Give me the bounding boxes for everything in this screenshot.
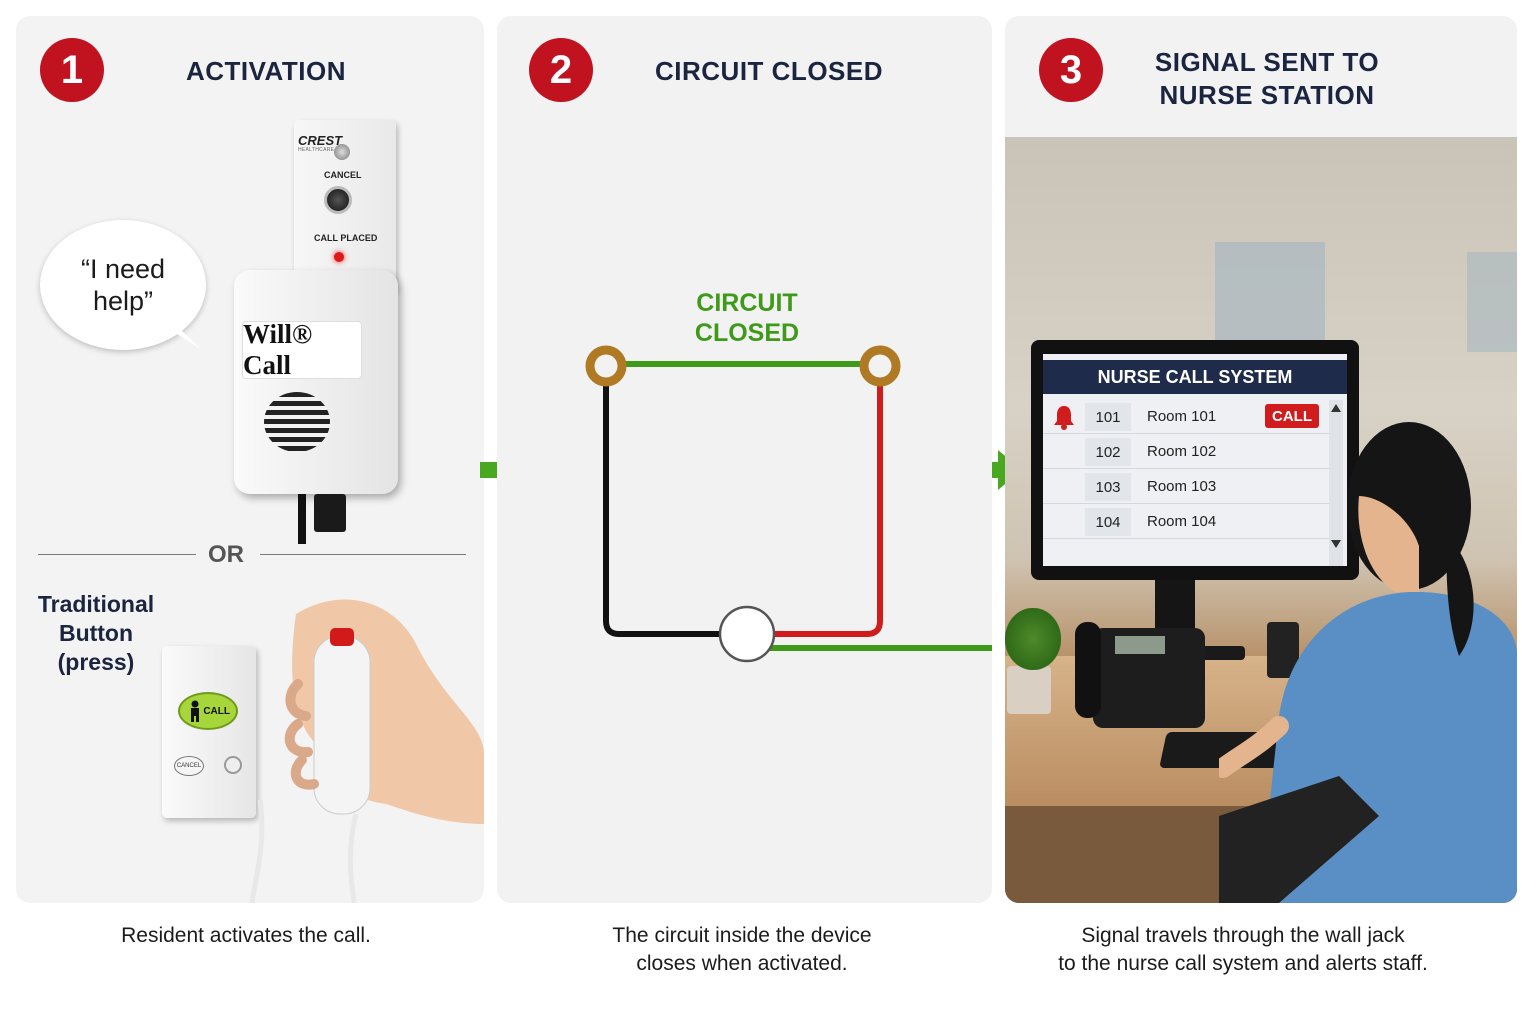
room-number: 104 — [1085, 508, 1131, 536]
contact-terminal-right — [864, 350, 896, 382]
step-title-signal-sent: SIGNAL SENT TO NURSE STATION — [1135, 46, 1399, 112]
device-cable — [298, 494, 306, 544]
traditional-button-label: Traditional Button (press) — [34, 590, 158, 677]
key-lock-icon — [334, 144, 350, 160]
cancel-button[interactable] — [324, 186, 352, 214]
switch-node — [720, 607, 774, 661]
room-name: Room 103 — [1147, 478, 1216, 495]
divider-right — [260, 554, 466, 555]
nurse-call-system-title: NURSE CALL SYSTEM — [1043, 360, 1347, 394]
room-number: 103 — [1085, 473, 1131, 501]
panel-nurse-station: 3 SIGNAL SENT TO NURSE STATION NURSE CAL… — [1005, 16, 1517, 903]
plate-cancel-button[interactable]: CANCEL — [174, 756, 204, 776]
hand-pendant — [226, 584, 484, 903]
phone-display — [1115, 636, 1165, 654]
room-name: Room 104 — [1147, 513, 1216, 530]
person-icon — [188, 700, 202, 722]
call-placed-label: CALL PLACED — [314, 233, 377, 243]
room-name: Room 101 — [1147, 408, 1216, 425]
wire-black — [606, 366, 725, 634]
circuit-diagram — [497, 16, 992, 903]
plant-leaves — [1005, 608, 1061, 670]
step-title-activation: ACTIVATION — [146, 56, 386, 87]
panel-circuit-closed: 2 CIRCUIT CLOSED CIRCUIT CLOSED — [497, 16, 992, 903]
step-number-1: 1 — [40, 38, 104, 102]
caption-step-3: Signal travels through the wall jack to … — [1005, 922, 1481, 978]
speech-bubble-tail — [162, 312, 206, 356]
will-call-label: Will® Call — [242, 321, 362, 379]
phone-handset — [1075, 622, 1101, 718]
wire-red — [769, 366, 880, 634]
panel-activation: 1 ACTIVATION CREST HEALTHCARE CANCEL CAL… — [16, 16, 484, 903]
caption-step-2: The circuit inside the device closes whe… — [497, 922, 987, 978]
contact-terminal-left — [590, 350, 622, 382]
brand-sub: HEALTHCARE — [298, 147, 334, 153]
room-number: 102 — [1085, 438, 1131, 466]
call-placed-indicator-icon — [334, 252, 344, 262]
step-number-3: 3 — [1039, 38, 1103, 102]
window — [1467, 252, 1517, 352]
cancel-label: CANCEL — [324, 170, 362, 180]
plant-pot — [1007, 666, 1051, 714]
will-call-device — [234, 270, 398, 494]
or-text: OR — [208, 541, 244, 569]
nurse — [1219, 396, 1517, 903]
room-name: Room 102 — [1147, 443, 1216, 460]
window — [1215, 242, 1325, 346]
device-plug — [314, 494, 346, 532]
speaker-grille-icon — [264, 392, 330, 452]
room-number: 101 — [1085, 403, 1131, 431]
divider-left — [38, 554, 196, 555]
caption-step-1: Resident activates the call. — [16, 922, 476, 950]
